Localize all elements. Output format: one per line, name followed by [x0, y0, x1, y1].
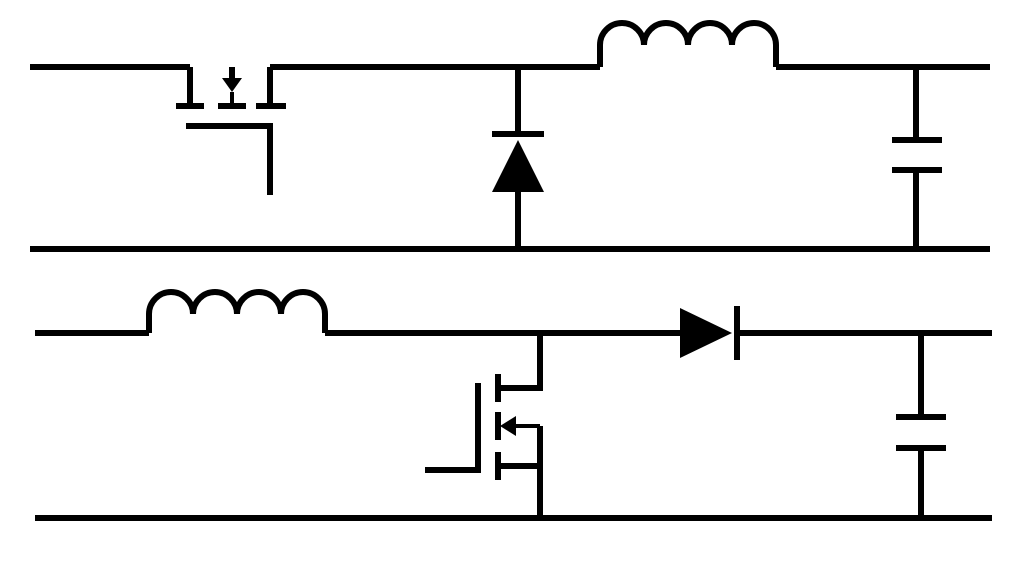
output-capacitor-icon	[896, 333, 946, 518]
boost-converter	[35, 289, 992, 521]
output-capacitor-icon	[892, 67, 942, 249]
inductor-icon	[146, 289, 682, 336]
buck-converter	[30, 20, 990, 252]
inductor-icon	[597, 20, 990, 70]
mosfet-switch-icon	[425, 333, 543, 518]
mosfet-switch-icon	[176, 67, 286, 195]
boost-diode-icon	[680, 306, 992, 360]
freewheeling-diode-icon	[492, 67, 544, 249]
